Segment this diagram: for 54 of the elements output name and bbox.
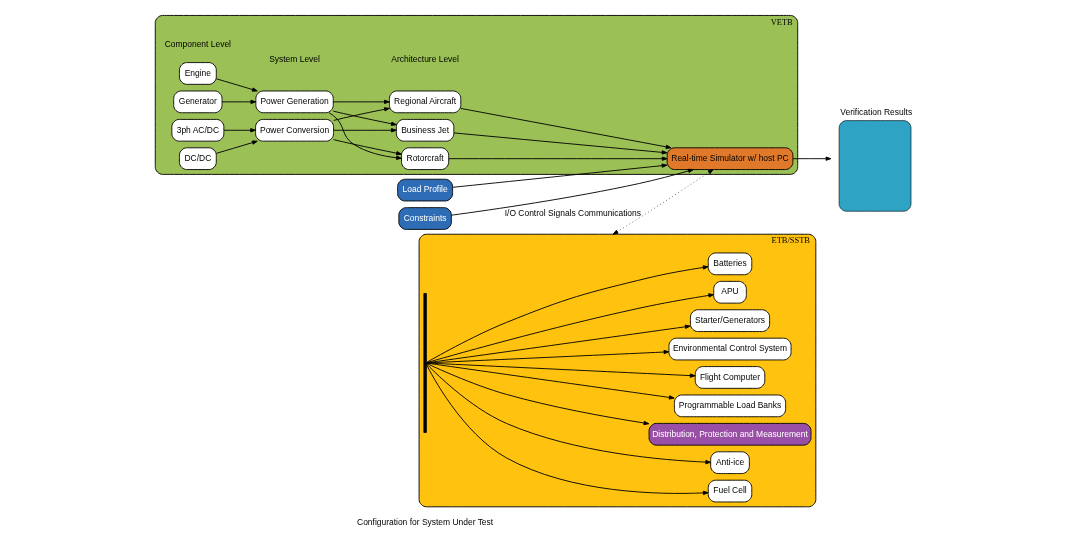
arrow: [332, 139, 402, 156]
arrow: [612, 169, 714, 235]
node-box: Programmable Load Banks: [673, 394, 786, 418]
node-box: Real-time Simulator w/ host PC: [666, 147, 793, 170]
arrow: [453, 132, 667, 155]
node-box: Power Generation: [254, 90, 334, 114]
arrow: [447, 156, 668, 161]
node-box: Environmental Control System: [668, 337, 791, 361]
arrow: [215, 140, 258, 154]
node-box: Fuel Cell: [707, 479, 752, 503]
node-box: Anti-ice: [709, 451, 750, 474]
arrow: [451, 163, 667, 188]
node-bar: [422, 293, 427, 433]
node-box: Business Jet: [395, 118, 454, 142]
arrow: [221, 99, 256, 104]
label: Configuration for System Under Test: [356, 516, 493, 527]
arrow: [425, 363, 709, 496]
node-box: Distribution, Protection and Measurement: [648, 422, 811, 446]
node-box: Flight Computer: [694, 366, 765, 389]
arrow: [328, 112, 402, 160]
node-box: 3ph AC/DC: [170, 118, 224, 142]
arrow: [332, 128, 397, 133]
node-box: Starter/Generators: [689, 309, 770, 332]
arrow: [332, 107, 390, 121]
arrow: [425, 265, 709, 364]
arrow: [425, 349, 669, 364]
arrow: [332, 99, 390, 104]
arrow: [459, 108, 671, 149]
node-box: APU: [712, 280, 747, 304]
arrow: [332, 110, 397, 126]
arrow: [215, 78, 258, 92]
arrow: [425, 362, 649, 426]
node-box: Load Profile: [396, 178, 453, 202]
node-label: Verification Results: [839, 106, 912, 117]
label: Architecture Level: [390, 53, 459, 64]
node-box: Batteries: [707, 252, 752, 276]
arrow: [450, 168, 694, 216]
arrow: [223, 128, 256, 133]
arrow: [425, 362, 675, 400]
node-box: Rotorcraft: [400, 147, 449, 170]
arrow: [425, 324, 691, 364]
node-box: DC/DC: [178, 147, 217, 170]
node-box: Constraints: [397, 207, 452, 230]
node-box: Generator: [172, 90, 222, 114]
label: System Level: [268, 53, 320, 64]
node-box: Regional Aircraft: [388, 90, 461, 114]
arrow: [792, 156, 831, 161]
node-box: Power Conversion: [254, 118, 334, 142]
label: Component Level: [164, 39, 231, 50]
node-box: Engine: [178, 62, 217, 85]
arrow: [425, 293, 714, 364]
edge-label: I/O Control Signals Communications: [504, 207, 641, 218]
arrow: [425, 363, 711, 465]
arrow: [425, 362, 696, 378]
